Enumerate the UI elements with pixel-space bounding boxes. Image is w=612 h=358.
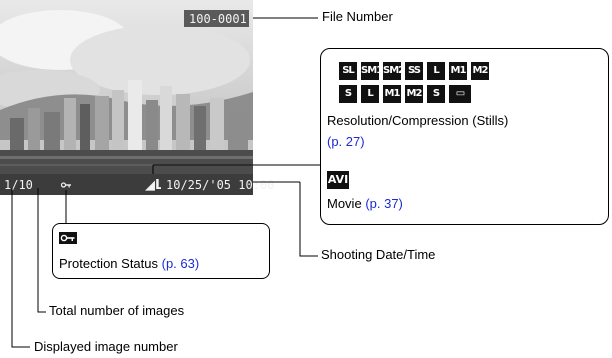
postcard-icon: ▭ xyxy=(449,85,471,103)
movie-page-link[interactable]: (p. 37) xyxy=(365,196,403,211)
resolution-sm1-icon: SM1 xyxy=(361,62,383,80)
svg-text:◢L: ◢L xyxy=(145,178,161,193)
movie-label: Movie xyxy=(327,196,362,211)
file-number-label: File Number xyxy=(322,9,393,24)
resolution-l2-icon: L xyxy=(361,85,379,103)
total-images-label: Total number of images xyxy=(49,303,185,318)
resolution-sm2-icon: SM2 xyxy=(383,62,405,80)
resolution-s2-icon: S xyxy=(427,85,445,103)
resolution-callout-box xyxy=(320,48,609,225)
resolution-m2b-icon: M2 xyxy=(405,85,423,103)
shooting-datetime-label: Shooting Date/Time xyxy=(321,247,436,262)
protection-status-label: Protection Status xyxy=(59,256,158,271)
protection-key-icon xyxy=(61,182,71,188)
resolution-page-link[interactable]: (p. 27) xyxy=(327,134,365,149)
resolution-m2-icon: M2 xyxy=(471,62,489,80)
avi-movie-icon: AVI xyxy=(327,171,349,189)
info-bar xyxy=(0,174,253,195)
city-skyline-photo xyxy=(0,0,253,195)
key-icon xyxy=(59,232,77,244)
camera-preview-image xyxy=(0,0,253,195)
resolution-m1-icon: M1 xyxy=(449,62,467,80)
file-number-background xyxy=(184,10,249,27)
movie-line: Movie (p. 37) xyxy=(327,196,403,212)
resolution-m1b-icon: M1 xyxy=(383,85,401,103)
resolution-sl-icon: SL xyxy=(339,62,357,80)
file-number-display: 100-0001 xyxy=(189,12,247,26)
displayed-image-number-label: Displayed image number xyxy=(34,339,178,354)
resolution-indicator-icon: ◢L xyxy=(145,178,161,193)
protection-callout-box xyxy=(52,223,270,279)
protection-page-link[interactable]: (p. 63) xyxy=(161,256,200,271)
resolution-ss-icon: SS xyxy=(405,62,423,80)
resolution-s-icon: S xyxy=(339,85,357,103)
resolution-title: Resolution/Compression (Stills) xyxy=(327,113,509,128)
resolution-l-icon: L xyxy=(427,62,445,80)
frame-count-display: 1/10 xyxy=(4,178,33,192)
datetime-display: 10/25/'05 10:00 xyxy=(166,178,275,192)
protection-status-line: Protection Status (p. 63) xyxy=(59,256,199,272)
